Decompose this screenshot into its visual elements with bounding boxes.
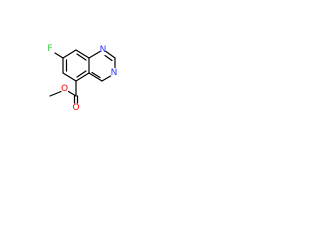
atom-label-fluorine: F xyxy=(47,44,52,54)
bond-c8a-n1 xyxy=(88,50,101,59)
bond-c8-c8a-inner xyxy=(76,53,87,61)
atom-label-nitrogen-3: N xyxy=(111,68,118,78)
bond-c4a-c5 xyxy=(75,72,90,82)
bond-n1-c2 xyxy=(105,50,116,59)
atom-label-ester-oxygen: O xyxy=(61,84,68,94)
atom-label-nitrogen-1: N xyxy=(100,45,107,55)
bond-c4-c4a-inner xyxy=(91,71,101,79)
bond-c4a-c5-inner xyxy=(76,70,87,78)
bond-c7-c8 xyxy=(62,49,77,59)
bond-c7-f xyxy=(54,52,64,59)
bond-c5-c6 xyxy=(62,72,77,82)
bond-o-methyl xyxy=(49,90,62,97)
bond-n1-c2-inner xyxy=(104,54,113,62)
atom-label-carbonyl-oxygen: O xyxy=(72,103,79,113)
molecule-structure: F N N O O xyxy=(47,44,118,113)
bond-n3-c4 xyxy=(101,75,112,82)
bond-c8-c8a xyxy=(75,49,90,59)
bond-carbonyl-o-ester xyxy=(67,90,77,97)
bond-c4-c4a xyxy=(88,72,103,82)
